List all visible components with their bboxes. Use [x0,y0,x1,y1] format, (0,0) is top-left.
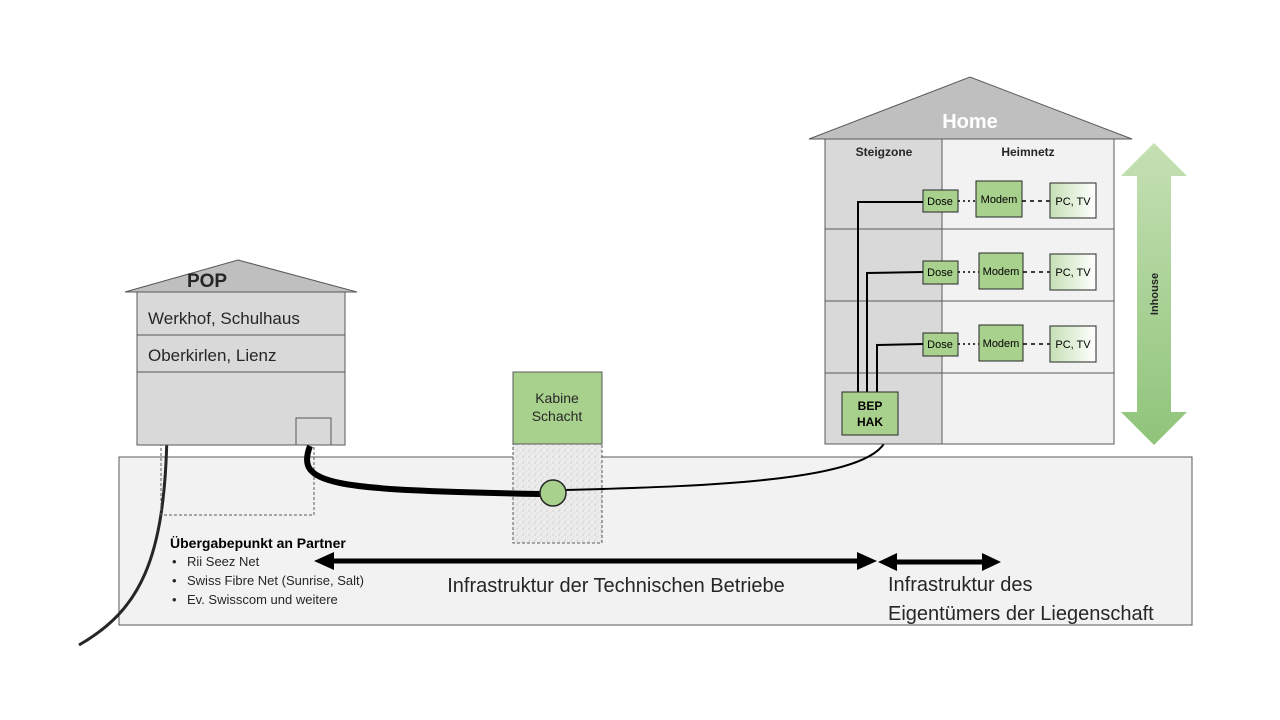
riser-cable-floor-2 [866,271,924,392]
bep-hak-box [841,391,899,436]
modem-label-floor-2: Modem [983,266,1020,278]
home-title: Home [942,111,998,133]
pc-tv-floor-2 [1049,253,1097,291]
pop-handover-zone [160,444,315,516]
pc-tv-label-floor-3: PC, TV [1055,339,1091,351]
handover-partner-3: Ev. Swisscom und weitere [187,592,338,607]
splice-point [539,479,567,507]
socket-label-floor-1: Dose [927,196,953,208]
pop-location-2: Oberkirlen, Lienz [148,346,277,365]
operator-infra-arrow-left-head [314,552,334,570]
operator-infra-label: Infrastruktur der Technischen Betriebe [447,575,785,597]
pop-location-1: Werkhof, Schulhaus [148,309,300,328]
cabinet-label-1: Kabine [535,390,579,406]
operator-infra-arrow-right-head [857,552,877,570]
hak-label: HAK [857,415,883,429]
socket-label-floor-3: Dose [927,339,953,351]
owner-infra-arrow-left-head [878,553,897,571]
owner-infra-arrow-right-head [982,553,1001,571]
modem-floor-3 [978,324,1024,362]
handover-partner-2: Swiss Fibre Net (Sunrise, Salt) [187,573,364,588]
bep-label: BEP [858,399,883,413]
fibre-cable-cabinet-to-home [564,435,888,491]
zone-label-home-network: Heimnetz [1001,145,1054,159]
external-cable [78,431,169,647]
riser-cable-floor-3 [876,343,924,392]
pop-title: POP [187,271,227,292]
ground-strip [118,456,1193,626]
socket-label-floor-2: Dose [927,267,953,279]
modem-floor-1 [975,180,1023,218]
pc-tv-label-floor-1: PC, TV [1055,196,1091,208]
inhouse-label: Inhouse [1149,273,1161,315]
cabinet-label-2: Schacht [532,408,583,424]
handover-bullet-3: • [172,592,177,607]
handover-bullet-2: • [172,573,177,588]
owner-infra-label-1: Infrastruktur des [888,574,1033,596]
fibre-cable-pop-to-cabinet [303,444,541,497]
owner-infra-label-2: Eigentümers der Liegenschaft [888,603,1154,625]
pc-tv-floor-3 [1049,325,1097,363]
cabinet-box [512,371,603,445]
modem-label-floor-3: Modem [983,338,1020,350]
handover-partner-1: Rii Seez Net [187,554,260,569]
riser-cable-floor-1 [857,201,923,392]
pop-patch-panel [295,417,332,446]
handover-bullet-1: • [172,554,177,569]
zone-label-riser: Steigzone [856,145,913,159]
modem-floor-2 [978,252,1024,290]
pop-roof [124,259,358,293]
pc-tv-label-floor-2: PC, TV [1055,267,1091,279]
handover-title: Übergabepunkt an Partner [170,535,346,551]
pc-tv-floor-1 [1049,182,1097,219]
modem-label-floor-1: Modem [981,194,1018,206]
inhouse-double-arrow [1121,143,1187,445]
